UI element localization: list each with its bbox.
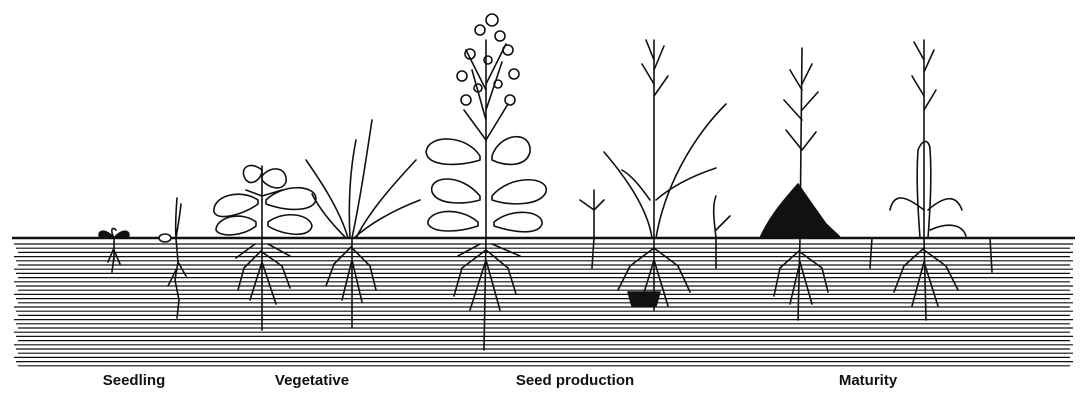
stage-label-seed-production: Seed production: [516, 372, 634, 389]
stage-label-vegetative: Vegetative: [275, 372, 349, 389]
stage-label-maturity: Maturity: [839, 372, 897, 389]
stage-label-seedling: Seedling: [103, 372, 166, 389]
mature-broadleaf-plant: [760, 48, 840, 320]
flowering-broadleaf-plant: [426, 14, 546, 350]
seedling-grass-plant: [159, 198, 186, 318]
vegetative-grass-plant: [306, 120, 420, 328]
soil-profile: [14, 244, 1073, 366]
